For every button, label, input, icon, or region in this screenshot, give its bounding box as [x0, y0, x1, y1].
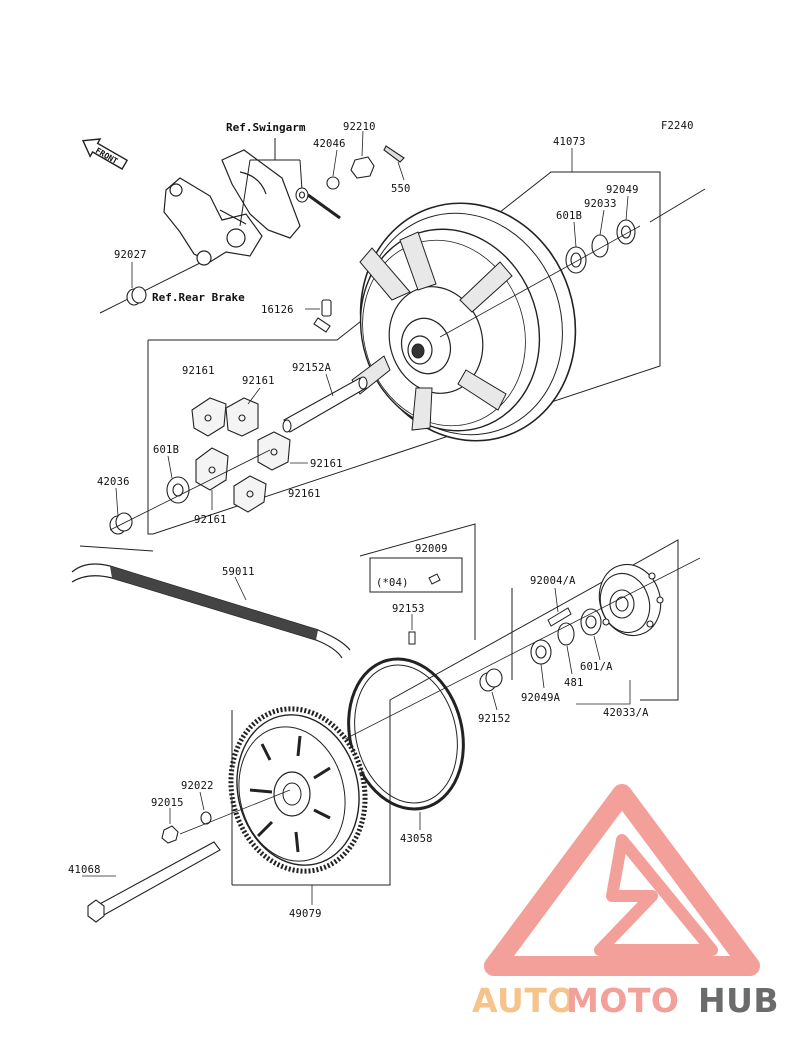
label-92027: 92027: [114, 249, 147, 261]
label-92004a: 92004/A: [530, 575, 576, 587]
label-43058: 43058: [400, 833, 433, 845]
automotohub-logo: AUTO MOTO HUB: [472, 784, 779, 1020]
stud-92004a: [547, 607, 572, 627]
air-valve-16126: [313, 299, 332, 333]
damper-leaders: [211, 387, 308, 510]
nut-42046: [326, 176, 340, 190]
right-bearing-stack: [565, 219, 636, 274]
collar-92027: [126, 286, 147, 306]
label-92152: 92152: [478, 713, 511, 725]
label-92161-d: 92161: [288, 488, 321, 500]
label-92210: 92210: [343, 121, 376, 133]
ref-swingarm-label: Ref.Swingarm: [226, 121, 306, 134]
label-92009: 92009: [415, 543, 448, 555]
label-42036: 42036: [97, 476, 130, 488]
label-92153: 92153: [392, 603, 425, 615]
hub-stack-leaders: [299, 557, 701, 763]
label-92152a: 92152A: [292, 362, 332, 374]
brake-caliper-bracket: [163, 149, 301, 266]
cotter-pin-550: [383, 145, 405, 163]
ref-rear-brake-label: Ref.Rear Brake: [152, 291, 245, 304]
left-bearing-stack: [109, 476, 190, 535]
label-41073: 41073: [553, 136, 586, 148]
label-601a: 601/A: [580, 661, 613, 673]
label-49079: 49079: [289, 908, 322, 920]
lower-assembly-frame: [231, 523, 679, 886]
drive-belt-59011: [71, 563, 351, 659]
label-42046: 42046: [313, 138, 346, 150]
label-550: 550: [391, 183, 411, 195]
damper-rubbers-92161: [191, 397, 291, 513]
label-92049a: 92049A: [521, 692, 561, 704]
lower-left-leaders: [82, 789, 291, 877]
label-59011: 59011: [222, 566, 255, 578]
label-601b-top: 601B: [556, 210, 582, 222]
axle-41068: [87, 841, 221, 923]
year-note: (*04): [376, 577, 409, 589]
label-481: 481: [564, 677, 584, 689]
axle-adjuster-parts: [295, 145, 405, 220]
label-92049: 92049: [606, 184, 639, 196]
nut-92210: [350, 156, 375, 179]
bolt-92153: [408, 631, 416, 645]
label-92161-a: 92161: [182, 365, 215, 377]
adjuster-leader-lines: [332, 130, 405, 181]
label-92015: 92015: [151, 797, 184, 809]
figure-code: F2240: [661, 120, 694, 132]
circlip-92033: [591, 234, 609, 258]
right-stack-leaders: [439, 195, 641, 338]
spacer-92152a: [282, 376, 368, 433]
watermark-auto: AUTO: [472, 981, 576, 1020]
label-92161-c: 92161: [310, 458, 343, 470]
front-arrow-icon: FRONT: [81, 138, 129, 170]
leader-59011: [234, 576, 247, 601]
rear-pulley-49079: [228, 706, 368, 874]
sprocket-hub-42033a: [598, 563, 664, 637]
label-92161-e: 92161: [194, 514, 227, 526]
nut-92015: [161, 825, 179, 844]
label-92033: 92033: [584, 198, 617, 210]
label-16126: 16126: [261, 304, 294, 316]
label-92022: 92022: [181, 780, 214, 792]
label-42033a: 42033/A: [603, 707, 649, 719]
leader-92152a: [325, 373, 334, 397]
watermark-hub: HUB: [698, 981, 779, 1020]
ref-swingarm-lines: [239, 138, 303, 227]
left-stack-leaders: [109, 449, 271, 531]
label-92161-b: 92161: [242, 375, 275, 387]
label-41068: 41068: [68, 864, 101, 876]
label-601b-low: 601B: [153, 444, 179, 456]
bolt-92009: [428, 573, 441, 585]
rear-wheel-41073: [351, 202, 577, 442]
watermark-moto: MOTO: [566, 981, 679, 1020]
